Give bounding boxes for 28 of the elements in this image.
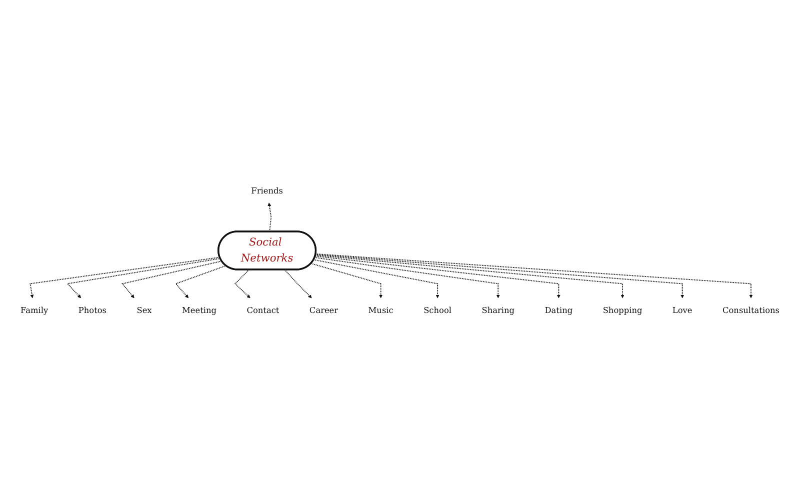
arrow xyxy=(122,260,222,298)
arrow xyxy=(315,254,624,298)
node-text: Consultations xyxy=(722,305,780,316)
node-text: Sharing xyxy=(482,305,514,316)
arrow xyxy=(316,254,753,298)
node-text: Music xyxy=(368,305,394,316)
node-text: Shopping xyxy=(602,305,642,316)
node-text: Sex xyxy=(136,305,152,316)
node-text: Photos xyxy=(78,305,106,316)
arrow xyxy=(314,257,500,298)
arrow xyxy=(30,256,220,298)
arrow xyxy=(268,202,272,232)
arrow xyxy=(174,265,226,298)
node-text: School xyxy=(424,305,452,316)
node-text: Dating xyxy=(544,305,573,316)
node-text: Contact xyxy=(246,305,280,316)
arrow xyxy=(234,269,250,298)
node-text: Love xyxy=(672,305,692,316)
arrow xyxy=(310,263,383,298)
arrow xyxy=(66,258,220,298)
node-text: Family xyxy=(20,305,48,316)
arrow xyxy=(314,259,440,298)
arrow xyxy=(315,254,684,298)
node-text: Meeting xyxy=(182,305,216,316)
node-text: Friends xyxy=(251,186,283,196)
arrow xyxy=(315,256,560,298)
arrow xyxy=(284,269,312,298)
node-text: Career xyxy=(309,305,338,316)
